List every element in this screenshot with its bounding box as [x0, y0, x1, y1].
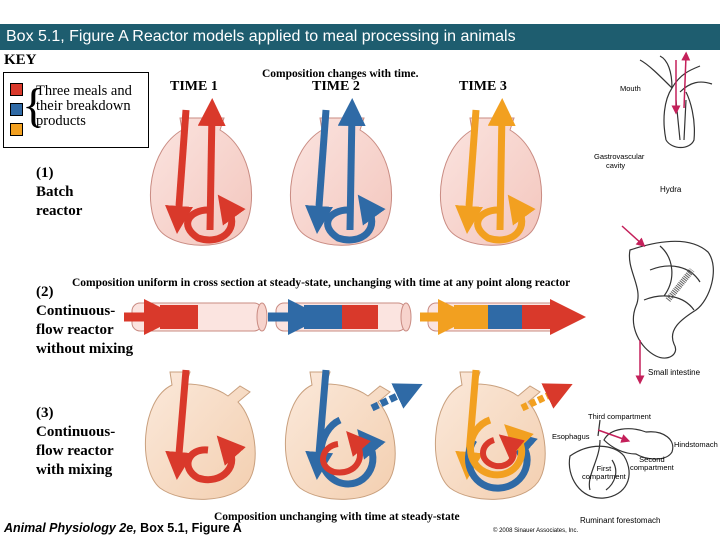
batch-flask-1 [149, 98, 253, 246]
hydra-cavity-line-2: cavity [606, 161, 626, 170]
caption-bottom: Composition unchanging with time at stea… [214, 511, 460, 523]
ruminant-first-line-2: compartment [582, 472, 626, 481]
row-1-number: (1) [36, 165, 54, 181]
ruminant-hindstomach-label: Hindstomach [674, 440, 718, 449]
key-brace: { [22, 79, 46, 132]
key-legend-text: Three meals and their breakdown products [36, 84, 148, 129]
row-3-line-2: flow reactor [36, 443, 114, 459]
row-2-number: (2) [36, 284, 54, 300]
hydra-cavity-line-1: Gastrovascular [594, 152, 645, 161]
row-2-line-1: Continuous- [36, 303, 116, 319]
mixed-flask-1 [144, 369, 256, 500]
meal1-swatch [10, 83, 23, 96]
ruminant-first-line-1: First [596, 464, 612, 473]
row-3-line-1: Continuous- [36, 424, 116, 440]
figure-title: Box 5.1, Figure A Reactor models applied… [6, 28, 516, 45]
hydra-mouth-label: Mouth [620, 84, 641, 93]
key-legend-box [3, 72, 149, 148]
row-1-label: (1) Batch reactor [36, 164, 82, 221]
row-2-line-3: without mixing [36, 341, 134, 357]
small-intestine-illustration [621, 225, 714, 385]
row-3-label: (3) Continuous- flow reactor with mixing [36, 404, 115, 480]
footer-box: Box 5.1, Figure A [140, 521, 242, 535]
plug-flow-tube-1 [124, 299, 268, 335]
ruminant-second-line-2: compartment [630, 463, 674, 472]
caption-middle: Composition uniform in cross section at … [72, 277, 571, 289]
time-1-label: TIME 1 [170, 79, 218, 94]
key-line-1: Three meals and [36, 83, 132, 99]
time-2-label: TIME 2 [312, 79, 360, 94]
caption-top: Composition changes with time. [262, 68, 419, 80]
mixed-flask-2 [284, 369, 423, 500]
row-3-number: (3) [36, 405, 54, 421]
row-2-line-2: flow reactor [36, 322, 114, 338]
row-2-label: (2) Continuous- flow reactor without mix… [36, 283, 133, 359]
key-line-3: products [36, 113, 86, 129]
row-1-line-2: reactor [36, 203, 83, 219]
footer-credit: Animal Physiology 2e, Box 5.1, Figure A [4, 521, 242, 535]
hydra-cavity-label: Gastrovascular cavity [594, 152, 644, 170]
ruminant-first-label: First compartment [582, 465, 626, 481]
intestine-name: Small intestine [648, 368, 701, 377]
ruminant-name: Ruminant forestomach [580, 516, 661, 525]
key-line-2: their breakdown [36, 98, 131, 114]
key-heading: KEY [4, 52, 37, 68]
footer-book: Animal Physiology 2e, [4, 521, 137, 535]
title-bar: Box 5.1, Figure A Reactor models applied… [0, 24, 720, 50]
ruminant-second-label: Second compartment [630, 456, 674, 472]
ruminant-forestomach-illustration [568, 419, 674, 499]
hydra-name: Hydra [660, 185, 682, 194]
copyright-notice: © 2008 Sinauer Associates, Inc. [493, 528, 579, 534]
row-3-line-3: with mixing [36, 462, 113, 478]
plug-flow-tube-3 [420, 299, 586, 335]
plug-flow-tube-2 [268, 299, 412, 335]
time-3-label: TIME 3 [459, 79, 507, 94]
ruminant-esophagus-label: Esophagus [552, 432, 590, 441]
ruminant-third-label: Third compartment [588, 412, 651, 421]
mixed-flask-3 [434, 369, 573, 500]
batch-flask-3 [439, 98, 543, 246]
row-1-line-1: Batch [36, 184, 74, 200]
meal2-swatch [10, 103, 23, 116]
hydra-illustration [639, 51, 713, 149]
meal3-swatch [10, 123, 23, 136]
ruminant-second-line-1: Second [639, 455, 665, 464]
batch-flask-2 [289, 98, 393, 246]
